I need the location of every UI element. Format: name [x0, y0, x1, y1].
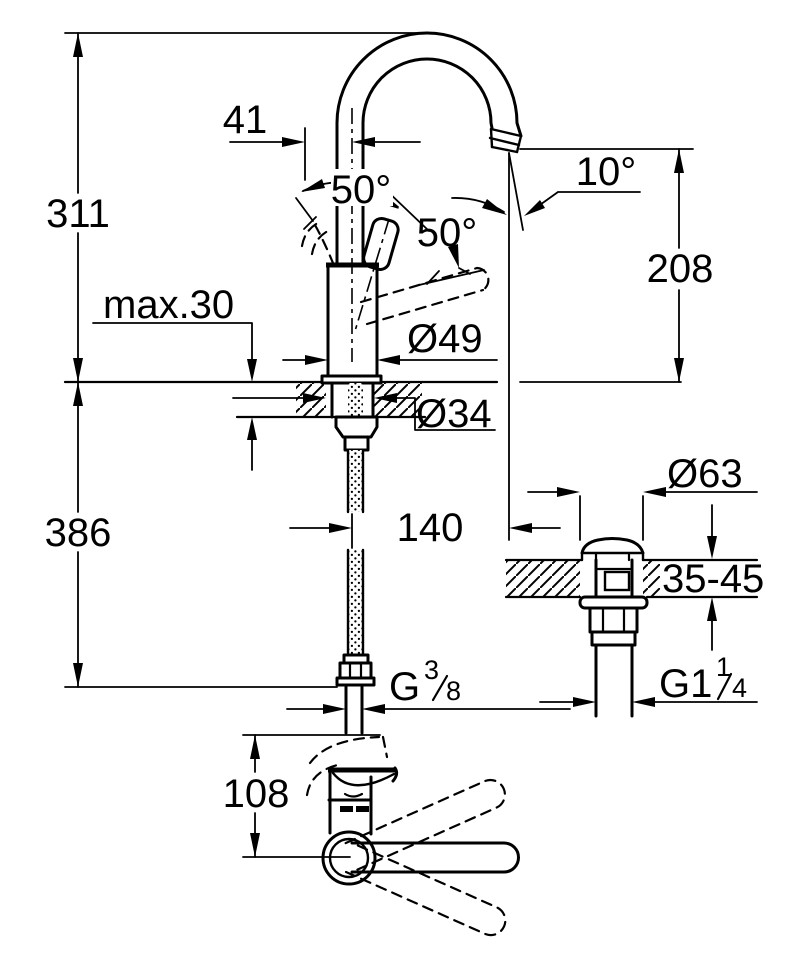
lever-dashed-down [344, 844, 507, 937]
below-deck-label: 386 [45, 511, 112, 555]
spout-angle-label: 10° [576, 150, 637, 194]
dimension-max-thickness: max.30 [92, 283, 257, 471]
dimension-outlet-height: 208 [519, 148, 714, 383]
dimension-lever-height: 108 [223, 734, 290, 858]
supply-thread-base: G [389, 665, 420, 709]
aerator-offset-label: 41 [223, 98, 268, 142]
overall-height-label: 311 [46, 192, 110, 236]
supply-thread-sup: 3 [424, 655, 439, 685]
dimension-aerator-offset: 41 [223, 98, 421, 181]
dimension-spout-angle: 10° [524, 150, 641, 216]
dimension-deck-range: 35-45 [662, 504, 764, 651]
dimension-body-diameter: Ø49 [282, 317, 498, 365]
dimension-flange-diameter: Ø63 [527, 452, 758, 541]
stream-angle-line [508, 152, 524, 231]
lever-solid [350, 841, 520, 874]
dimension-spout-reach: 140 [289, 506, 561, 550]
body-diameter-label: Ø49 [407, 317, 483, 361]
waste-thread-sub: 4 [732, 673, 747, 703]
swivel-right-label: 50° [417, 211, 478, 255]
spout-reach-label: 140 [397, 506, 464, 550]
lever-dashed-up [344, 778, 506, 871]
side-view: 50° 50° [45, 31, 714, 735]
spout [335, 31, 523, 362]
handle-axis-centerline [354, 218, 390, 332]
swivel-annotations: 50° 50° [295, 168, 507, 326]
deck-range-label: 35-45 [662, 557, 764, 601]
hole-diameter-label: Ø34 [416, 392, 492, 436]
lever-height-label: 108 [223, 772, 290, 816]
supply-thread-sub: 8 [446, 676, 461, 706]
flange-diameter-label: Ø63 [667, 452, 743, 496]
waste-view: Ø63 35-45 G1 1 4 [504, 452, 764, 718]
dimension-hole-diameter: Ø34 [232, 392, 496, 436]
max-thickness-label: max.30 [103, 283, 234, 327]
outlet-height-label: 208 [647, 247, 714, 291]
dimension-supply-thread: G 3 8 [286, 655, 571, 714]
waste-thread-base: G1 [659, 662, 712, 706]
supply-hose [335, 448, 376, 735]
dimension-overall-height: 311 [46, 32, 110, 383]
waste-thread-sup: 1 [716, 652, 731, 682]
dimension-below-deck: 386 [45, 381, 112, 688]
top-view-faucet [305, 735, 520, 937]
waste-plug [578, 537, 649, 718]
top-view: 108 [223, 734, 520, 937]
mounting-shank [296, 381, 422, 452]
waste-deck-lines [504, 558, 759, 599]
dimension-waste-thread: G1 1 4 [539, 652, 758, 707]
swivel-left-label: 50° [331, 168, 392, 212]
handle-lever [354, 216, 400, 332]
